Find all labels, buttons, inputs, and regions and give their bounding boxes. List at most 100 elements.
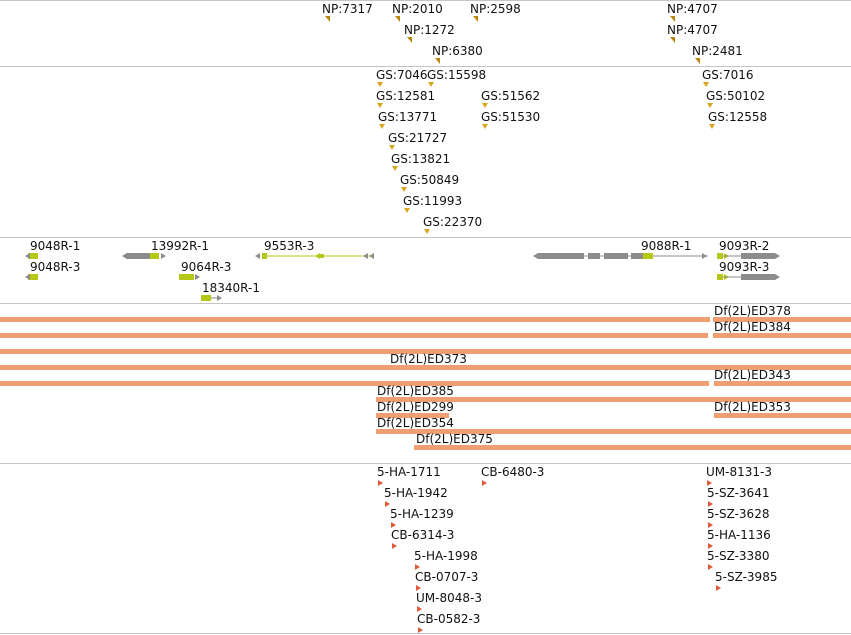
deficiency-bar[interactable] [414, 445, 851, 450]
gs-insertion-marker[interactable] [428, 82, 434, 87]
insertion-marker[interactable] [716, 585, 721, 591]
gene-exon[interactable] [588, 253, 600, 259]
insertion-marker[interactable] [378, 480, 383, 486]
insertion-marker[interactable] [482, 480, 487, 486]
gs-insertion-label[interactable]: GS:51562 [481, 89, 540, 103]
insertion-marker[interactable] [416, 585, 421, 591]
deficiency-label[interactable]: Df(2L)ED373 [390, 352, 467, 366]
insertion-label[interactable]: CB-0707-3 [415, 570, 478, 584]
insertion-marker[interactable] [418, 627, 423, 633]
np-insertion-label[interactable]: NP:4707 [667, 2, 718, 16]
gs-insertion-label[interactable]: GS:7016 [702, 68, 754, 82]
np-insertion-marker[interactable] [695, 58, 700, 64]
gene-exon[interactable] [201, 295, 211, 301]
gs-insertion-marker[interactable] [424, 229, 430, 234]
np-insertion-label[interactable]: NP:2010 [392, 2, 443, 16]
np-insertion-marker[interactable] [670, 37, 675, 43]
gs-insertion-label[interactable]: GS:13821 [391, 152, 450, 166]
gs-insertion-label[interactable]: GS:22370 [423, 215, 482, 229]
np-insertion-marker[interactable] [325, 16, 330, 22]
deficiency-bar[interactable] [0, 381, 709, 386]
insertion-label[interactable]: 5-SZ-3628 [707, 507, 769, 521]
gs-insertion-marker[interactable] [389, 145, 395, 150]
gs-insertion-label[interactable]: GS:50102 [706, 89, 765, 103]
gs-insertion-marker[interactable] [377, 103, 383, 108]
gene-label[interactable]: 9088R-1 [641, 239, 691, 253]
deficiency-label[interactable]: Df(2L)ED385 [377, 384, 454, 398]
np-insertion-marker[interactable] [407, 37, 412, 43]
deficiency-label[interactable]: Df(2L)ED353 [714, 400, 791, 414]
gene-label[interactable]: 9048R-1 [30, 239, 80, 253]
insertion-marker[interactable] [708, 564, 713, 570]
gs-insertion-marker[interactable] [709, 124, 715, 129]
insertion-label[interactable]: 5-SZ-3641 [707, 486, 769, 500]
gs-insertion-marker[interactable] [401, 187, 407, 192]
gene-exon[interactable] [28, 274, 38, 280]
deficiency-bar[interactable] [376, 429, 851, 434]
deficiency-label[interactable]: Df(2L)ED378 [714, 304, 791, 318]
gene-exon[interactable] [717, 253, 723, 259]
gs-insertion-label[interactable]: GS:21727 [388, 131, 447, 145]
insertion-label[interactable]: 5-SZ-3985 [715, 570, 777, 584]
np-insertion-marker[interactable] [473, 16, 478, 22]
deficiency-bar[interactable] [376, 397, 851, 402]
insertion-marker[interactable] [392, 543, 397, 549]
np-insertion-label[interactable]: NP:7317 [322, 2, 373, 16]
np-insertion-label[interactable]: NP:1272 [404, 23, 455, 37]
deficiency-label[interactable]: Df(2L)ED375 [416, 432, 493, 446]
np-insertion-marker[interactable] [395, 16, 400, 22]
deficiency-bar[interactable] [0, 317, 710, 322]
gs-insertion-marker[interactable] [377, 82, 383, 87]
gs-insertion-label[interactable]: GS:50849 [400, 173, 459, 187]
gene-exon[interactable] [741, 253, 775, 259]
insertion-marker[interactable] [708, 501, 713, 507]
gene-exon[interactable] [643, 253, 653, 259]
insertion-marker[interactable] [707, 480, 712, 486]
gs-insertion-label[interactable]: GS:12558 [708, 110, 767, 124]
deficiency-bar[interactable] [714, 381, 851, 386]
gs-insertion-marker[interactable] [482, 103, 488, 108]
deficiency-bar[interactable] [714, 413, 851, 418]
insertion-label[interactable]: 5-HA-1711 [377, 465, 441, 479]
np-insertion-label[interactable]: NP:2598 [470, 2, 521, 16]
gene-label[interactable]: 9048R-3 [30, 260, 80, 274]
insertion-marker[interactable] [708, 522, 713, 528]
gene-label[interactable]: 9553R-3 [264, 239, 314, 253]
gs-insertion-label[interactable]: GS:12581 [376, 89, 435, 103]
np-insertion-label[interactable]: NP:6380 [432, 44, 483, 58]
insertion-marker[interactable] [417, 606, 422, 612]
gene-label[interactable]: 9093R-3 [719, 260, 769, 274]
gs-insertion-marker[interactable] [703, 82, 709, 87]
deficiency-bar[interactable] [0, 365, 851, 370]
deficiency-label[interactable]: Df(2L)ED354 [377, 416, 454, 430]
gs-insertion-label[interactable]: GS:51530 [481, 110, 540, 124]
gs-insertion-label[interactable]: GS:13771 [378, 110, 437, 124]
gs-insertion-marker[interactable] [707, 103, 713, 108]
insertion-label[interactable]: 5-SZ-3380 [707, 549, 769, 563]
gs-insertion-label[interactable]: GS:15598 [427, 68, 486, 82]
insertion-label[interactable]: 5-HA-1136 [707, 528, 771, 542]
gs-insertion-label[interactable]: GS:11993 [403, 194, 462, 208]
gene-label[interactable]: 9064R-3 [181, 260, 231, 274]
deficiency-bar[interactable] [0, 349, 851, 354]
insertion-label[interactable]: UM-8131-3 [706, 465, 772, 479]
gene-label[interactable]: 9093R-2 [719, 239, 769, 253]
deficiency-bar[interactable] [0, 333, 708, 338]
deficiency-label[interactable]: Df(2L)ED299 [377, 400, 454, 414]
gene-exon[interactable] [631, 253, 643, 259]
gs-insertion-marker[interactable] [482, 124, 488, 129]
gene-label[interactable]: 13992R-1 [151, 239, 209, 253]
gene-exon[interactable] [179, 274, 194, 280]
deficiency-label[interactable]: Df(2L)ED343 [714, 368, 791, 382]
gene-exon[interactable] [538, 253, 584, 259]
insertion-label[interactable]: CB-6480-3 [481, 465, 544, 479]
deficiency-bar[interactable] [713, 317, 851, 322]
gene-label[interactable]: 18340R-1 [202, 281, 260, 295]
insertion-label[interactable]: UM-8048-3 [416, 591, 482, 605]
np-insertion-marker[interactable] [435, 58, 440, 64]
gs-insertion-label[interactable]: GS:7046 [376, 68, 428, 82]
deficiency-bar[interactable] [713, 333, 851, 338]
gene-exon[interactable] [320, 254, 324, 258]
gene-exon[interactable] [741, 274, 775, 280]
insertion-marker[interactable] [415, 564, 420, 570]
